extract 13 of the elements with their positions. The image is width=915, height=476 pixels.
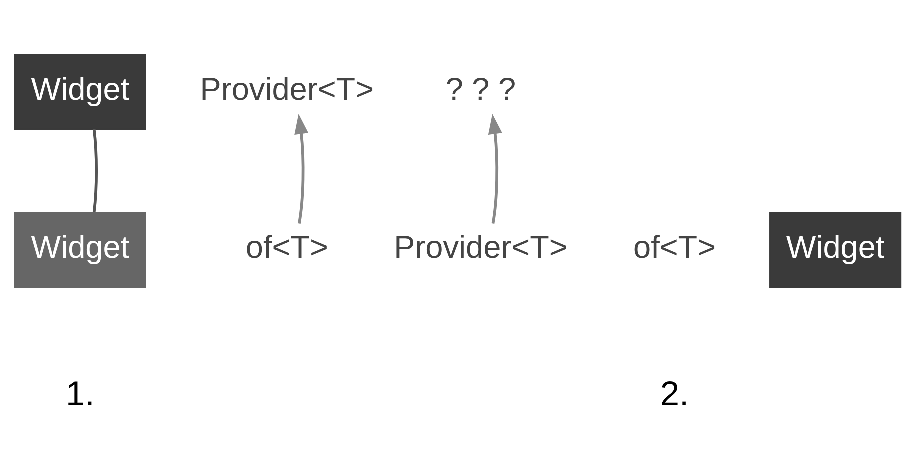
node-text: Provider<T>	[200, 70, 374, 107]
arrow	[488, 114, 502, 224]
node-text: ? ? ?	[445, 70, 516, 107]
arrow	[294, 114, 308, 224]
node-box: Widget	[769, 211, 902, 288]
label: 1.	[66, 374, 94, 413]
node-text: Provider<T>	[394, 228, 568, 265]
node-text: of<T>	[633, 228, 716, 265]
node-box: Widget	[14, 54, 146, 130]
connector	[92, 128, 98, 212]
node-box: Widget	[14, 211, 146, 288]
label: 2.	[660, 374, 689, 413]
node-text: of<T>	[245, 228, 328, 265]
